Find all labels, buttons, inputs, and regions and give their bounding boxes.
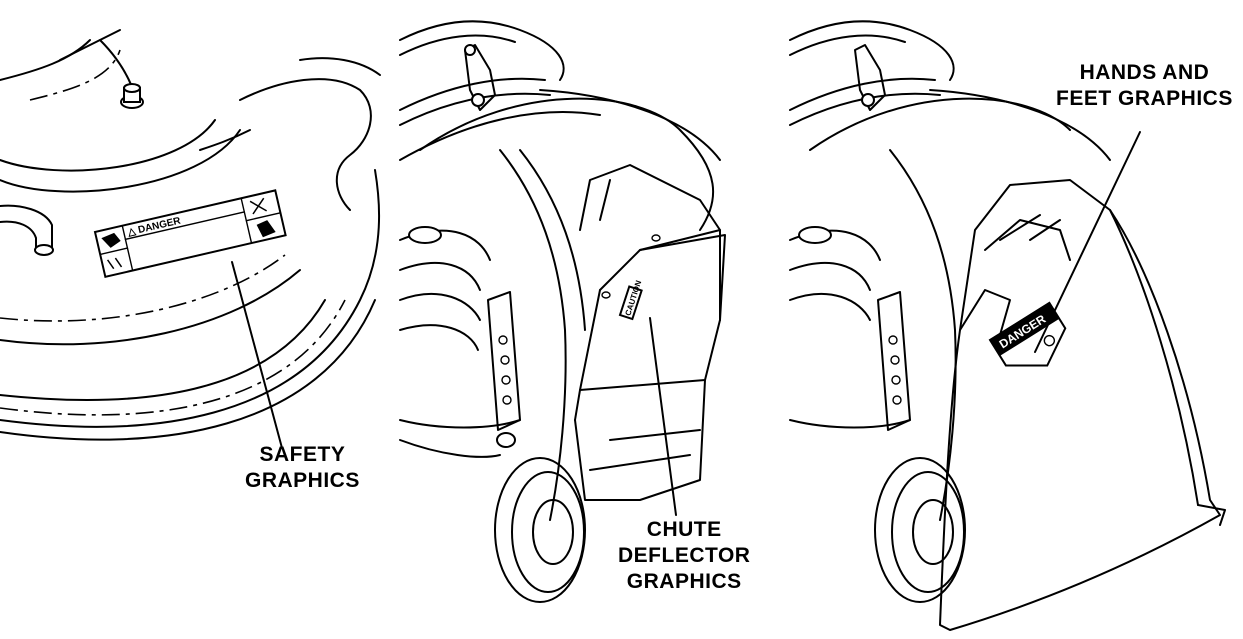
danger-decal: △ DANGER <box>93 189 287 279</box>
wheel <box>494 432 586 603</box>
callout-line: GRAPHICS <box>245 469 360 492</box>
panel-safety-graphics: △ DANGER <box>0 29 381 449</box>
hub-bolt <box>120 83 144 109</box>
hands-feet-leader-line <box>1034 131 1141 353</box>
callout-line: FEET GRAPHICS <box>1056 87 1233 110</box>
panel-chute-deflector-graphics: CAUTION <box>399 20 726 603</box>
caution-decal: CAUTION <box>618 279 643 321</box>
chute-leader-line <box>649 317 677 516</box>
wheel <box>874 457 966 603</box>
callout-chute-deflector-graphics: CHUTE DEFLECTOR GRAPHICS <box>618 517 750 595</box>
callout-line: HANDS AND <box>1079 61 1210 84</box>
panel-hands-and-feet-graphics: DANGER <box>789 20 1226 631</box>
safety-leader-line <box>231 261 283 449</box>
callout-line: GRAPHICS <box>626 570 742 593</box>
hands-feet-decal: DANGER <box>988 301 1067 367</box>
callout-line: DEFLECTOR <box>618 544 751 567</box>
callout-safety-graphics: SAFETY GRAPHICS <box>245 442 360 494</box>
callout-line: SAFETY <box>259 443 346 466</box>
callout-line: CHUTE <box>646 518 722 541</box>
callout-hands-and-feet-graphics: HANDS AND FEET GRAPHICS <box>1056 60 1233 112</box>
